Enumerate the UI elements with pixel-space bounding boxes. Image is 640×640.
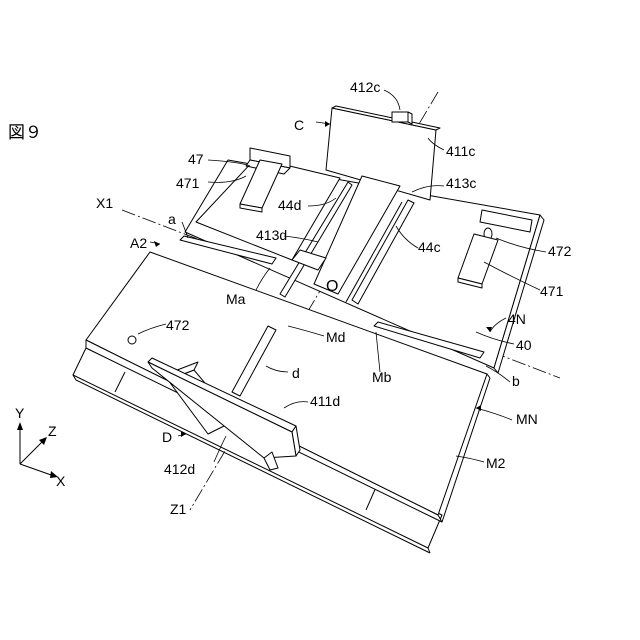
figure-title: 図９ xyxy=(8,123,42,142)
label-412d: 412d xyxy=(164,461,195,477)
label-413d: 413d xyxy=(256,227,287,243)
axis-z-label: Z xyxy=(48,423,57,439)
label-d-small: d xyxy=(292,365,300,381)
arrow-d xyxy=(181,431,186,437)
label-44d: 44d xyxy=(278,197,301,213)
label-m2: M2 xyxy=(486,455,506,471)
block-412c xyxy=(392,112,412,124)
axis-y-label: Y xyxy=(15,405,25,421)
label-x1: X1 xyxy=(96,195,113,211)
pin-472-left xyxy=(128,336,136,344)
label-413c: 413c xyxy=(446,175,476,191)
label-411c: 411c xyxy=(446,143,475,159)
label-b: b xyxy=(512,373,520,389)
label-d-cap: D xyxy=(162,429,172,445)
label-md: Md xyxy=(326,329,345,345)
label-a2: A2 xyxy=(130,235,147,251)
label-471-right: 471 xyxy=(540,283,564,299)
axis-x-label: X xyxy=(56,473,66,489)
label-mn: MN xyxy=(516,411,538,427)
label-40: 40 xyxy=(516,337,532,353)
label-472-left: 472 xyxy=(166,317,190,333)
arrow-c xyxy=(325,121,330,127)
label-ma: Ma xyxy=(226,291,246,307)
coordinate-axes: Y Z X xyxy=(15,405,66,489)
label-412c: 412c xyxy=(350,79,380,95)
label-mb: Mb xyxy=(372,369,392,385)
label-472-right: 472 xyxy=(548,243,572,259)
label-c: C xyxy=(294,117,304,133)
label-411d: 411d xyxy=(310,393,340,409)
label-44c: 44c xyxy=(418,239,441,255)
label-4n: 4N xyxy=(508,311,526,327)
arrow-mn xyxy=(476,405,481,411)
label-471-left: 471 xyxy=(176,175,200,191)
label-z1: Z1 xyxy=(170,501,187,517)
origin-label: O xyxy=(326,278,338,295)
label-47: 47 xyxy=(188,151,204,167)
label-a: a xyxy=(168,211,176,227)
